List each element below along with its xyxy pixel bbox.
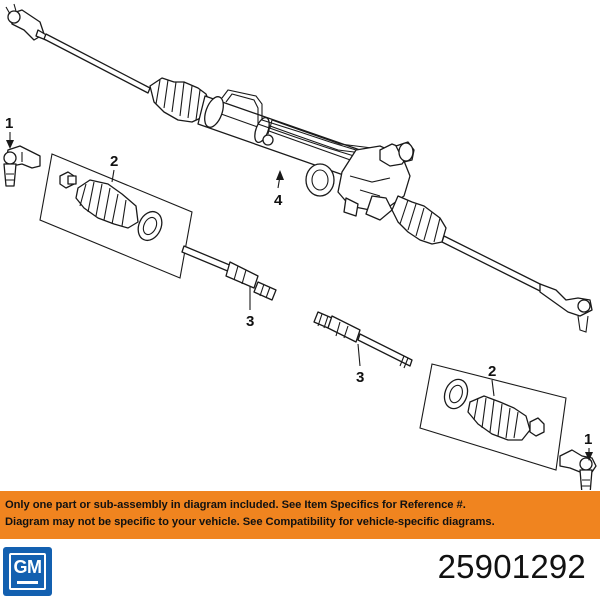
inner-tie-rod-right-ref3	[313, 311, 413, 369]
rack-housing	[197, 89, 373, 179]
rack-boot-right	[391, 195, 447, 245]
inner-tie-rod-left	[43, 33, 151, 94]
boot-kit-right	[419, 363, 567, 471]
callout-2-left: 2	[110, 153, 118, 170]
callout-3-left: 3	[246, 313, 254, 330]
outer-tie-rod-end-left	[3, 145, 41, 187]
callout-1-left: 1	[5, 115, 13, 132]
diagram-disclaimer-banner: Only one part or sub-assembly in diagram…	[0, 491, 600, 539]
inner-tie-rod-left-ref3	[181, 245, 277, 301]
disclaimer-line-2: Diagram may not be specific to your vehi…	[5, 516, 495, 528]
gm-logo-text: GM	[13, 557, 43, 577]
callout-2-right: 2	[488, 363, 496, 380]
callout-3-right: 3	[356, 369, 364, 386]
pinion-valve-housing	[305, 141, 415, 221]
boot-kit-left	[39, 153, 193, 279]
part-number: 25901292	[437, 548, 586, 585]
tie-rod-end-top-left	[5, 3, 49, 41]
disclaimer-line-1: Only one part or sub-assembly in diagram…	[5, 499, 466, 511]
steering-gear-assembly	[5, 3, 593, 333]
callout-4: 4	[274, 192, 283, 209]
callouts: 1 2 4 3 3 2 1	[5, 115, 593, 461]
callout-1-right: 1	[584, 431, 592, 448]
outer-tie-rod-end-right	[559, 449, 597, 490]
inner-tie-rod-right	[441, 235, 549, 295]
tie-rod-end-right-top	[539, 283, 593, 333]
gm-logo: GM	[3, 547, 52, 596]
parts-diagram: 1 2 4 3 3 2 1	[3, 3, 597, 490]
